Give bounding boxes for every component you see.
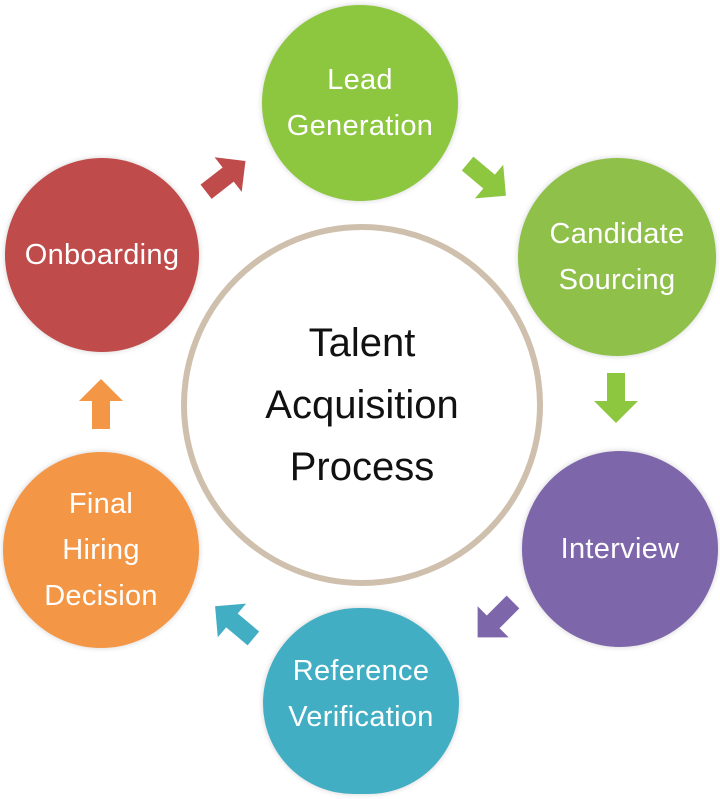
center-title-line-2: Acquisition	[265, 383, 459, 427]
stage-label-line-3: Decision	[44, 580, 158, 612]
stage-label: Interview	[553, 526, 688, 572]
stage-label: Lead Generation	[279, 57, 442, 149]
stage-label: Onboarding	[17, 232, 188, 278]
stage-label-line-2: Verification	[288, 701, 434, 733]
stage-final-hiring-decision: Final Hiring Decision	[3, 452, 199, 648]
arrow-onboarding-to-lead-icon	[200, 157, 246, 199]
arrow-verification-to-decision-icon	[215, 603, 260, 646]
center-title: Talent Acquisition Process	[265, 312, 458, 498]
stage-reference-verification: Reference Verification	[263, 608, 459, 794]
stage-label-line-1: Lead	[327, 64, 393, 96]
stage-label-line-1: Reference	[292, 655, 430, 687]
stage-lead-generation: Lead Generation	[262, 5, 458, 201]
stage-onboarding: Onboarding	[5, 158, 199, 352]
stage-interview: Interview	[522, 451, 718, 647]
center-title-line-3: Process	[289, 445, 435, 489]
stage-candidate-sourcing: Candidate Sourcing	[518, 158, 716, 356]
stage-label-line-2: Sourcing	[558, 264, 676, 296]
stage-label-line-2: Hiring	[62, 534, 140, 566]
stage-label-line-1: Interview	[560, 533, 680, 565]
center-circle: Talent Acquisition Process	[181, 224, 543, 586]
arrow-sourcing-to-interview-icon	[594, 373, 638, 423]
stage-label-line-2: Generation	[286, 110, 434, 142]
stage-label: Reference Verification	[280, 648, 441, 740]
stage-label-line-1: Final	[68, 488, 134, 520]
arrow-interview-to-verification-icon	[477, 595, 520, 638]
arrow-lead-to-sourcing-icon	[461, 156, 506, 199]
center-title-line-1: Talent	[308, 321, 416, 365]
arrow-decision-to-onboarding-icon	[79, 379, 123, 429]
stage-label: Candidate Sourcing	[542, 211, 693, 303]
stage-label-line-1: Candidate	[549, 218, 685, 250]
stage-label: Final Hiring Decision	[36, 481, 166, 619]
stage-label-line-1: Onboarding	[24, 239, 180, 271]
